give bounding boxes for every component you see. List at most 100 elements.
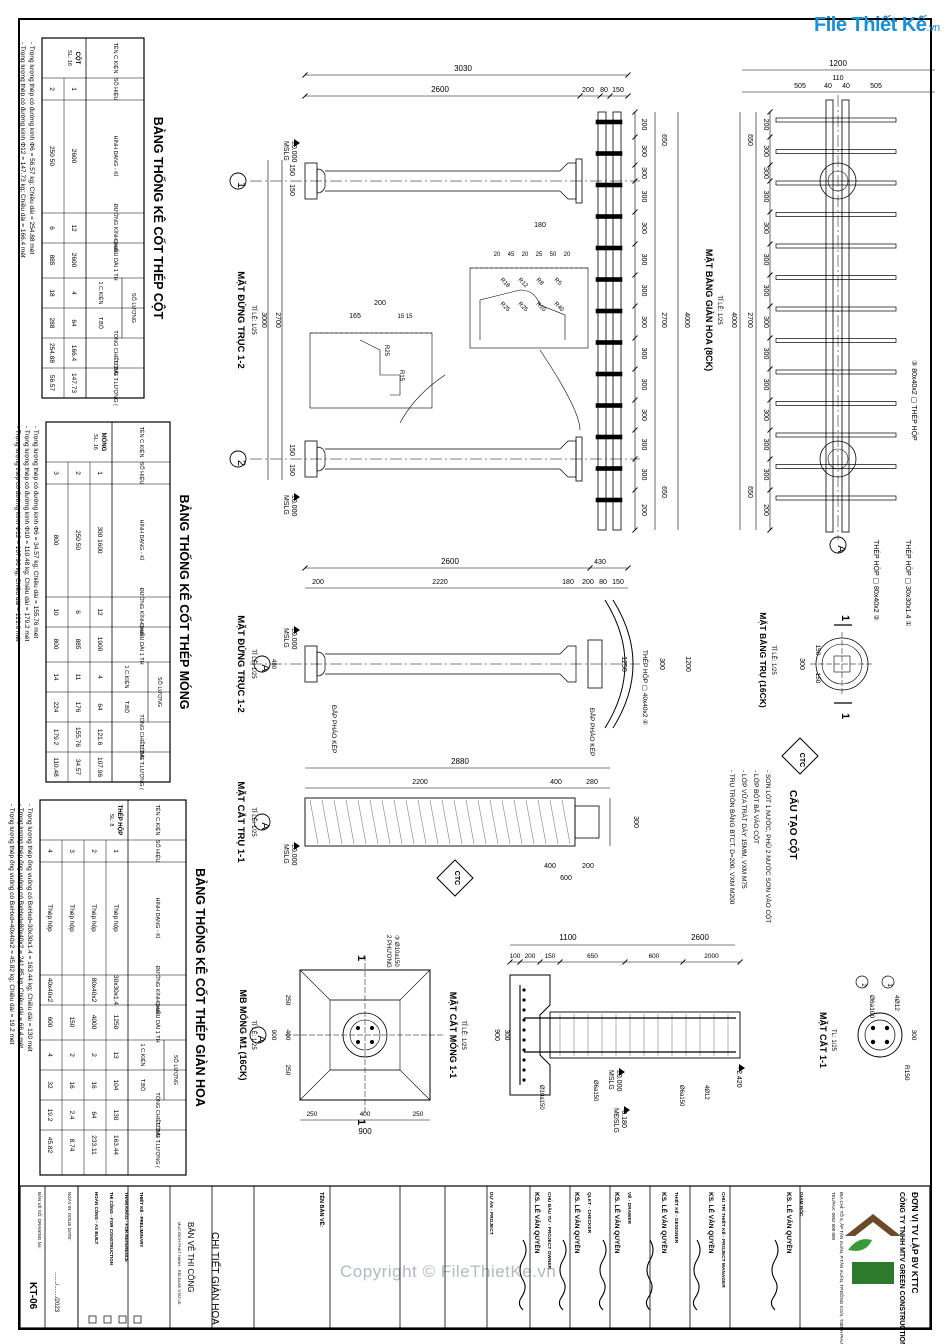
table-cell: 56.57 bbox=[48, 375, 55, 392]
view-scale: TL: 1/25 bbox=[830, 1029, 836, 1052]
project-label: DỰ ÁN - PROJECT bbox=[488, 1192, 495, 1235]
table-cell: 4 bbox=[46, 1053, 53, 1057]
grid-bubble bbox=[253, 813, 271, 831]
signature bbox=[558, 1239, 567, 1311]
line bbox=[587, 565, 593, 571]
dim-text: 300 bbox=[503, 1030, 510, 1041]
line bbox=[393, 799, 403, 845]
purlin bbox=[595, 434, 623, 440]
dim-text: 300 bbox=[762, 222, 769, 234]
rebar-dot bbox=[884, 1025, 890, 1031]
line bbox=[302, 93, 308, 99]
line bbox=[767, 397, 773, 403]
line bbox=[632, 427, 638, 433]
table-header: HÌNH DẠNG - KÍ bbox=[154, 898, 161, 939]
table-frame bbox=[39, 799, 187, 1176]
line bbox=[767, 109, 773, 115]
dim-text: 300 bbox=[762, 254, 769, 266]
dim-text: 300 bbox=[762, 191, 769, 203]
dim-text: 150 bbox=[288, 464, 295, 476]
table-cell: 4 bbox=[46, 849, 53, 853]
level-marker bbox=[739, 1064, 745, 1072]
base-profile bbox=[359, 339, 401, 396]
level-text: ±0.000 bbox=[290, 495, 297, 516]
line bbox=[465, 799, 475, 845]
callout: Ø6a150 bbox=[678, 1085, 684, 1107]
role-title: QLKT - CHECKER bbox=[586, 1192, 592, 1234]
level-marker bbox=[294, 493, 300, 501]
beam-section bbox=[587, 639, 603, 689]
logo-leaf bbox=[848, 1239, 872, 1251]
dim-text: 1250 bbox=[620, 656, 627, 672]
box-section bbox=[833, 655, 851, 673]
table-cell: 176 bbox=[74, 702, 81, 713]
line bbox=[767, 366, 773, 372]
callout: Ø10a150 bbox=[538, 1085, 544, 1110]
table-cell: 107.96 bbox=[96, 757, 103, 777]
dim-text: 300 bbox=[762, 439, 769, 451]
dim-text: 300 bbox=[762, 167, 769, 179]
table-cell: 2600 bbox=[70, 253, 77, 268]
level-text: MSLG bbox=[607, 1070, 614, 1090]
ctc-line: - LỚP BỘT BẢ VÀO CỘT bbox=[752, 770, 761, 844]
grid-label: A bbox=[835, 545, 847, 553]
dim-text: 20 bbox=[522, 252, 529, 258]
table-note: - Trọng lượng thép có đường kính Φ6 = 34… bbox=[32, 426, 41, 638]
dim-text: 300 bbox=[762, 145, 769, 157]
dim-text: 40 bbox=[842, 83, 850, 90]
line bbox=[309, 799, 319, 845]
main-beam bbox=[825, 99, 834, 533]
dim-text: 2000 bbox=[704, 953, 719, 960]
ctc-line: - LỚP VỮA TRÁT DÀY 15MM, VXM M75 bbox=[740, 770, 749, 889]
role-name: KS. LÊ VĂN QUYỀN bbox=[660, 1192, 670, 1254]
dim-text: 2700 bbox=[660, 312, 667, 328]
level-text: MSLG bbox=[282, 628, 289, 648]
table-cell: 11 bbox=[74, 674, 81, 681]
line bbox=[625, 565, 631, 571]
dim-text: 150 bbox=[288, 444, 295, 456]
table-cell: 2 bbox=[90, 1053, 97, 1057]
capital-plate bbox=[575, 158, 583, 204]
grid-label: 1 bbox=[235, 182, 247, 188]
purlin bbox=[595, 151, 623, 156]
purlin bbox=[775, 401, 897, 406]
status-item: HOÀN CÔNG - AS BUILT bbox=[94, 1192, 101, 1244]
dim-text: 250 bbox=[413, 1111, 424, 1118]
line bbox=[632, 303, 638, 309]
view-scale: TỈ LỆ: 1/25 bbox=[460, 1020, 468, 1050]
dim-text: 900 bbox=[270, 1030, 277, 1041]
callout: Ø6a150 bbox=[592, 1080, 598, 1102]
table-title: BẢNG THỐNG KÊ CỐT THÉP MÓNG bbox=[177, 494, 192, 709]
table-group: CỘT bbox=[74, 52, 82, 65]
rebar-dot bbox=[356, 1026, 360, 1030]
company-address: ĐỊA CHỈ: TỔ 5, ẤP TÂN XUÂN, P.TÂN XUÂN, … bbox=[839, 1192, 845, 1344]
table-cell: 32 bbox=[46, 1081, 53, 1089]
date-value: ......./......./2023 bbox=[53, 1272, 59, 1313]
table-header: TỔNG T.LƯỢNG ( bbox=[138, 744, 145, 790]
level-marker bbox=[294, 139, 300, 147]
table-header: TỔNG CHIỀU DÀI bbox=[138, 714, 145, 760]
copyright-watermark: Copyright © FileThietKe.vn bbox=[340, 1262, 557, 1281]
table-cell: 6 bbox=[74, 610, 81, 614]
table-cell: 166.4 bbox=[70, 345, 77, 362]
table-note: - Trọng lượng thép ống vuông có BxHxd=40… bbox=[8, 804, 17, 1045]
dim-text: R25 bbox=[517, 301, 529, 313]
detail-capital bbox=[469, 267, 589, 349]
view-title: MẶT BẰNG GIÀN HOA (8CK) bbox=[704, 249, 714, 371]
dim-text: 1200 bbox=[684, 656, 691, 672]
table-note: - Trọng lượng thép ống vuông có BxHxd=80… bbox=[17, 804, 26, 1048]
purlin bbox=[775, 306, 897, 312]
dim-text: 300 bbox=[762, 316, 769, 328]
purlin bbox=[775, 149, 897, 154]
signature bbox=[598, 1239, 607, 1311]
line bbox=[622, 959, 628, 965]
ctc-title: CẤU TẠO CỘT bbox=[787, 790, 800, 859]
table-cell: 4 bbox=[70, 291, 77, 295]
main-beam bbox=[612, 111, 622, 531]
dim-text: 100 bbox=[510, 953, 521, 960]
purlin bbox=[595, 497, 623, 503]
dim-text: 40 bbox=[824, 83, 832, 90]
grid-label: 2 bbox=[235, 460, 247, 466]
